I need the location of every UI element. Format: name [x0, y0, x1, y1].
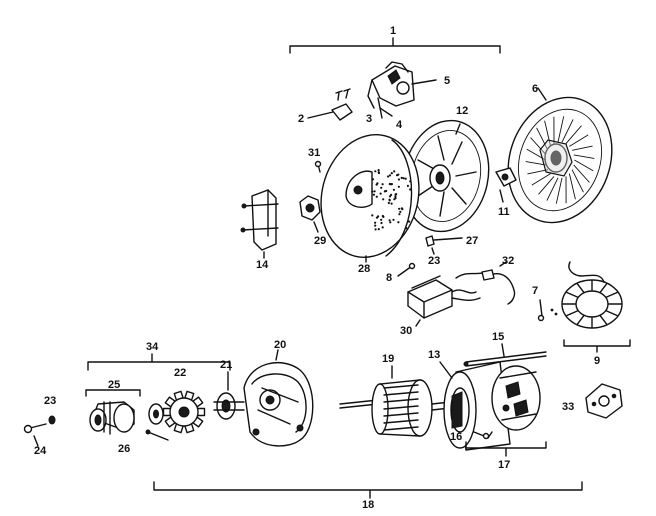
label-33: 33 — [562, 401, 574, 413]
label-21: 21 — [220, 359, 232, 371]
label-31: 31 — [308, 147, 320, 159]
label-30: 30 — [400, 325, 412, 337]
part-31-screw — [314, 160, 322, 173]
label-27: 27 — [466, 235, 478, 247]
part-6-flywheel — [507, 87, 613, 224]
label-3: 3 — [366, 113, 372, 125]
label-16: 16 — [450, 431, 462, 443]
label-13: 13 — [428, 349, 440, 361]
label-34: 34 — [146, 341, 159, 353]
part-24-screw — [23, 415, 56, 447]
part-15-through-bolt — [463, 343, 547, 367]
label-7: 7 — [532, 285, 538, 297]
part-19-armature — [339, 365, 451, 437]
label-9: 9 — [594, 355, 600, 367]
label-25: 25 — [108, 379, 120, 391]
part-21-bearing — [213, 371, 245, 420]
label-2: 2 — [298, 113, 304, 125]
label-11: 11 — [498, 206, 510, 218]
part-11-washer — [495, 167, 517, 203]
part-29-nut — [299, 195, 321, 233]
part-25-drive-pinion — [85, 389, 141, 435]
part-12-fan-disc — [402, 119, 490, 233]
label-20: 20 — [274, 339, 286, 351]
washer — [148, 403, 164, 425]
label-29: 29 — [314, 235, 326, 247]
part-20-end-housing — [243, 349, 314, 447]
label-6: 6 — [532, 83, 538, 95]
label-17: 17 — [498, 459, 510, 471]
label-19: 19 — [382, 353, 394, 365]
part-9-stator — [561, 261, 631, 353]
part-26-pin — [145, 429, 169, 441]
label-12: 12 — [456, 105, 468, 117]
part-14-bracket — [240, 189, 279, 259]
label-23-upper: 23 — [428, 255, 440, 267]
bracket-18 — [153, 481, 583, 499]
label-8: 8 — [386, 272, 392, 284]
part-27-bolt — [425, 235, 463, 255]
bracket-34 — [87, 353, 231, 371]
part-32-wire — [481, 261, 516, 305]
part-7-screw — [537, 299, 558, 322]
label-18: 18 — [362, 499, 374, 511]
part-8-screw — [397, 262, 416, 277]
label-1: 1 — [390, 25, 396, 37]
part-28-back-plate — [320, 134, 420, 263]
part-16-screw — [473, 431, 490, 440]
part-2-bracket — [307, 88, 353, 121]
part-17-end-cap — [465, 365, 547, 457]
part-5-switch-assembly — [367, 61, 437, 119]
label-28: 28 — [358, 263, 370, 275]
label-32: 32 — [502, 255, 514, 267]
callout-labels: 1 2 3 4 5 6 7 8 9 11 12 13 14 15 16 17 1… — [34, 25, 600, 511]
part-22-gear — [162, 390, 206, 434]
bracket-1 — [289, 37, 501, 54]
label-24: 24 — [34, 445, 47, 457]
label-14: 14 — [256, 259, 269, 271]
label-4: 4 — [396, 119, 403, 131]
label-5: 5 — [444, 75, 450, 87]
part-33-gasket — [585, 383, 623, 419]
label-15: 15 — [492, 331, 504, 343]
part-30-regulator — [407, 271, 487, 327]
label-26: 26 — [118, 443, 130, 455]
label-23-lower: 23 — [44, 395, 56, 407]
label-22: 22 — [174, 367, 186, 379]
